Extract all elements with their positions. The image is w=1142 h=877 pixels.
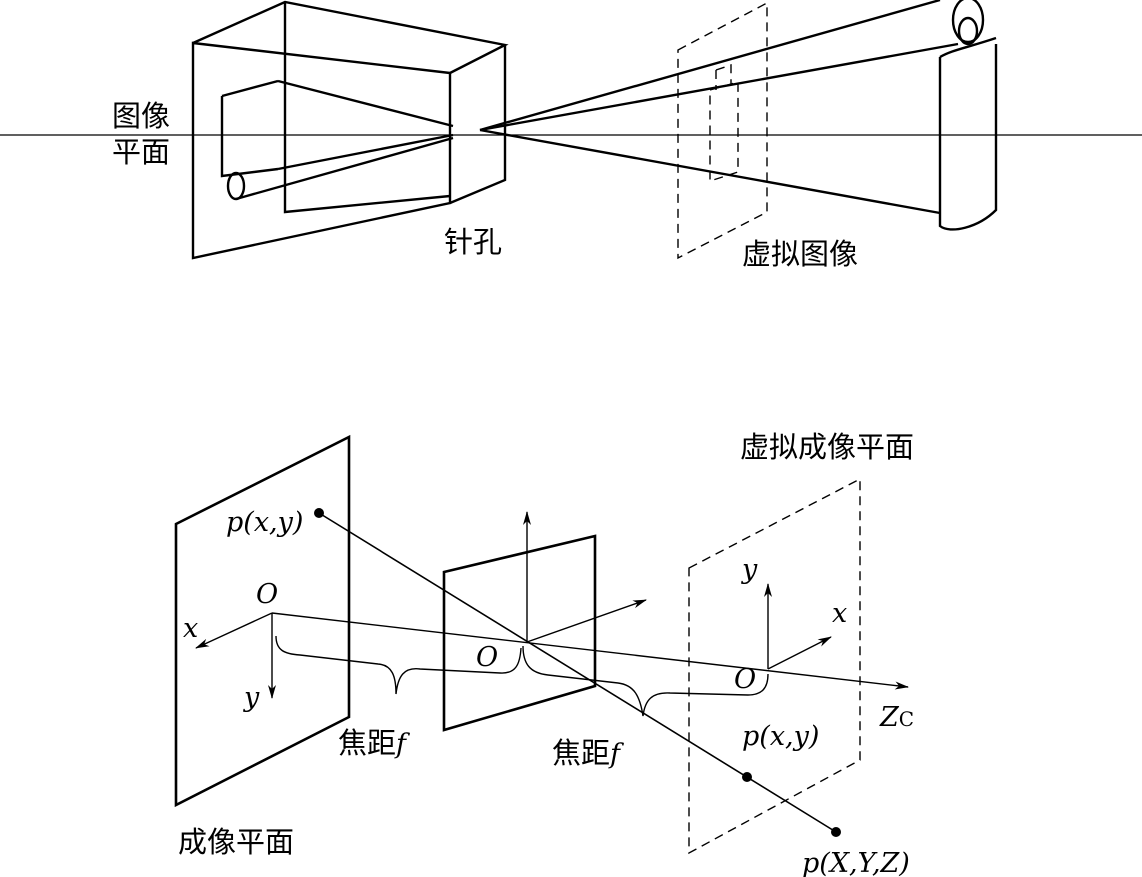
focal-brace-left — [275, 635, 522, 695]
candle-flame — [951, 0, 985, 44]
point-world-label: p(X,Y,Z) — [802, 848, 910, 877]
light-rays — [235, 0, 959, 215]
point-virtual-label: p(x,y) — [742, 721, 819, 752]
focal-length-right-text: 焦距 — [552, 736, 610, 770]
inverted-candle-image — [220, 79, 279, 201]
axis-z-label: ZC — [879, 702, 914, 733]
focal-length-left-label: 焦距f — [338, 726, 410, 760]
image-plane-label-line1: 图像 — [112, 99, 170, 133]
origin-left-label: O — [256, 579, 278, 610]
inverted-flame — [226, 171, 246, 201]
focal-length-left-symbol: f — [394, 729, 410, 760]
virtual-image-label: 虚拟图像 — [742, 237, 858, 271]
point-world-dot — [831, 827, 841, 837]
camera-box — [191, 0, 509, 260]
axis-z-symbol: Z — [879, 702, 900, 733]
imaging-plane — [174, 434, 351, 808]
pinhole-label: 针孔 — [444, 225, 502, 259]
point-image-dot — [314, 508, 324, 518]
focal-brace-right — [522, 645, 769, 717]
imaging-plane-label: 成像平面 — [178, 825, 294, 859]
focal-length-right-label: 焦距f — [552, 736, 624, 770]
point-image-label: p(x,y) — [226, 507, 303, 538]
axis-x-right-label: x — [832, 598, 847, 629]
origin-center-label: O — [476, 642, 498, 673]
axis-y-left-label: y — [243, 682, 260, 713]
center-side-arrow — [526, 599, 647, 643]
pinhole-camera-illustration: 图像 平面 针孔 虚拟图像 — [0, 0, 1142, 271]
axis-x-right-arrow — [767, 636, 832, 670]
candle-object — [938, 0, 998, 231]
planes — [174, 434, 861, 855]
coordinate-geometry-illustration: O O O x y x y ZC p(x,y) p(x,y) p(X,Y,Z) … — [174, 430, 914, 877]
point-virtual-dot — [742, 772, 752, 782]
axes — [195, 511, 909, 699]
axis-z-subscript: C — [899, 707, 914, 731]
origin-right-label: O — [734, 664, 756, 695]
image-plane-label-line2: 平面 — [112, 135, 170, 169]
axis-y-right-label: y — [741, 554, 758, 585]
virtual-imaging-plane-label: 虚拟成像平面 — [740, 430, 914, 464]
axis-x-left-arrow — [195, 612, 273, 649]
projection-ray — [318, 512, 837, 833]
focal-length-right-symbol: f — [608, 739, 624, 770]
virtual-imaging-plane — [688, 477, 861, 855]
optical-axis-zc — [271, 612, 909, 690]
focal-length-left-text: 焦距 — [338, 726, 396, 760]
axis-x-left-label: x — [183, 613, 198, 644]
pinhole-plane — [442, 534, 597, 732]
virtual-image-plane-top — [677, 1, 768, 260]
